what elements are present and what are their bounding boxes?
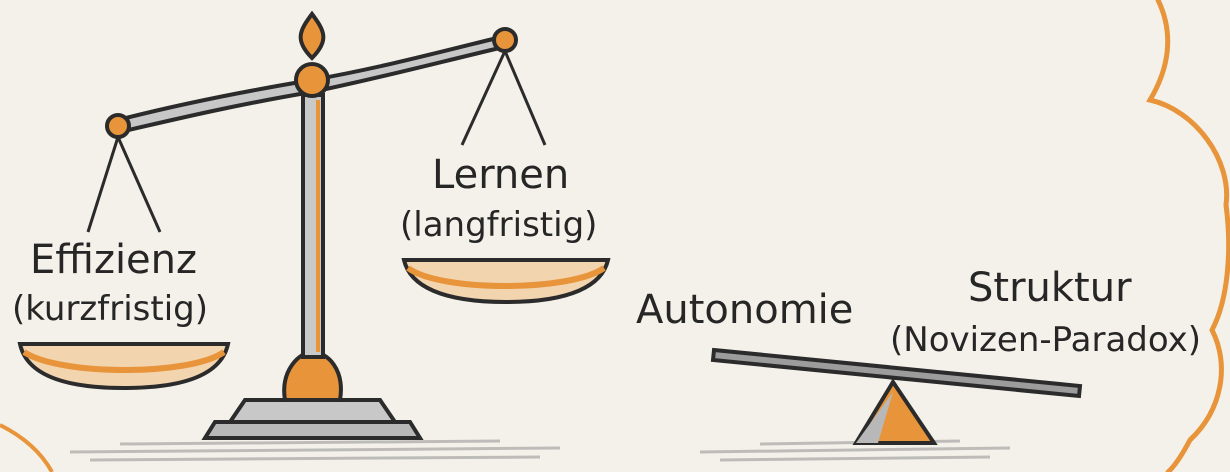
right-pan [401, 258, 611, 305]
ground-shadow-left [69, 439, 561, 462]
cloud-outline [1146, 0, 1230, 472]
scale-finial [298, 10, 326, 61]
balance-scale [17, 10, 611, 440]
seesaw-board [710, 347, 1083, 399]
left-pan-title: Effizienz [30, 237, 198, 283]
cloud-edge-left [0, 423, 54, 472]
right-pan-title: Lernen [432, 152, 570, 198]
right-pan-subtitle: (langfristig) [400, 205, 598, 245]
seesaw [710, 347, 1083, 445]
seesaw-right-title: Struktur [968, 265, 1132, 311]
left-pan [17, 342, 231, 391]
seesaw-left-label: Autonomie [636, 287, 854, 333]
scale-base [201, 420, 424, 440]
left-pan-subtitle: (kurzfristig) [12, 289, 209, 329]
seesaw-right-subtitle: (Novizen-Paradox) [890, 320, 1201, 360]
